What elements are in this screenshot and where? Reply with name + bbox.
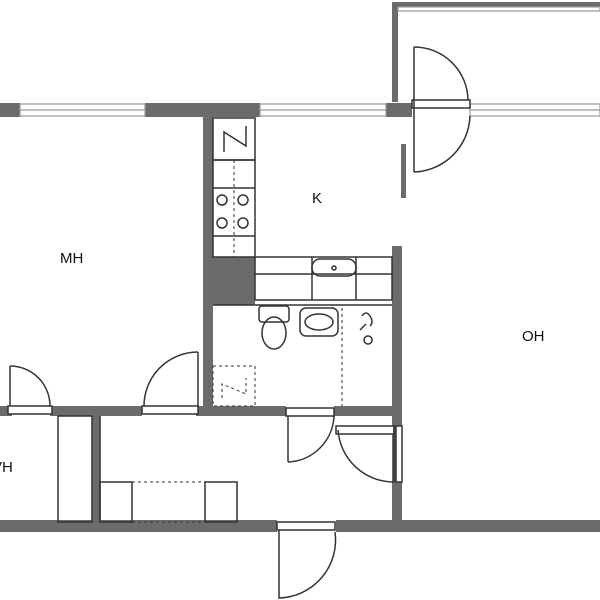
bathroom-sink-basin <box>304 313 334 331</box>
burner <box>237 217 249 229</box>
balcony-door-swing-lower <box>413 115 471 173</box>
burner <box>216 217 228 229</box>
balcony-wall-top <box>396 2 600 7</box>
balcony-wall-left <box>392 2 398 102</box>
balcony-door-frame <box>401 144 406 198</box>
room-label-mh: MH <box>60 250 83 267</box>
wardrobe-vh <box>57 415 93 523</box>
mh-closet-door-swing <box>9 365 51 407</box>
wall-hall-top-mid <box>50 406 142 416</box>
balcony-glass <box>397 6 600 12</box>
bathroom-sink <box>299 307 339 337</box>
top-wall-pier <box>145 103 260 117</box>
toilet-bowl <box>261 316 287 350</box>
room-label-vh: VH <box>0 459 13 476</box>
windows <box>19 6 600 117</box>
room-label-oh: OH <box>522 328 545 345</box>
bench-left <box>99 481 133 523</box>
kitchen-column <box>213 257 255 305</box>
burner <box>216 194 228 206</box>
oh-door-leaf <box>335 425 395 435</box>
bathroom-door-swing <box>287 415 335 463</box>
kitchen-sink <box>311 258 357 277</box>
balcony-door-swing <box>413 46 469 101</box>
bathroom <box>258 305 373 350</box>
walls <box>0 2 600 532</box>
wall-hall-top-right <box>196 406 286 416</box>
wall-vh-partition <box>92 412 100 524</box>
fridge-symbol <box>223 126 247 152</box>
washing-machine <box>212 365 256 407</box>
shower-icon <box>359 312 373 345</box>
bathroom-dashed <box>212 308 343 407</box>
mh-door-swing <box>143 351 199 407</box>
wall-hall-top-left <box>0 406 12 416</box>
top-wall-pier-right <box>386 103 412 117</box>
bench-right <box>204 481 238 523</box>
mh-door-leaf <box>141 405 199 415</box>
burner <box>237 194 249 206</box>
top-wall-left-stub <box>0 103 20 117</box>
toilet-tank <box>258 305 290 323</box>
doors <box>7 46 471 599</box>
kitchen-counter <box>254 256 393 301</box>
hall-furniture-dashed <box>132 481 205 523</box>
balcony-door-leaf <box>411 99 471 109</box>
room-label-k: K <box>312 190 322 207</box>
bathroom-door-leaf <box>285 407 335 417</box>
mh-closet-door-leaf <box>7 405 53 415</box>
kitchen-sink-drain <box>331 265 337 271</box>
bottom-wall-right <box>336 520 600 532</box>
entrance-door-swing <box>278 530 337 599</box>
wall-bath-bottom <box>334 406 394 416</box>
entrance-door-leaf <box>276 521 336 531</box>
wall-oh-left <box>392 246 402 528</box>
oh-door-jamb <box>395 425 403 483</box>
wall-mh-kitchen <box>203 115 213 415</box>
oh-door-swing <box>337 429 395 483</box>
kitchen <box>212 117 393 301</box>
bottom-wall-left <box>0 520 277 532</box>
hall-furniture <box>57 415 238 523</box>
